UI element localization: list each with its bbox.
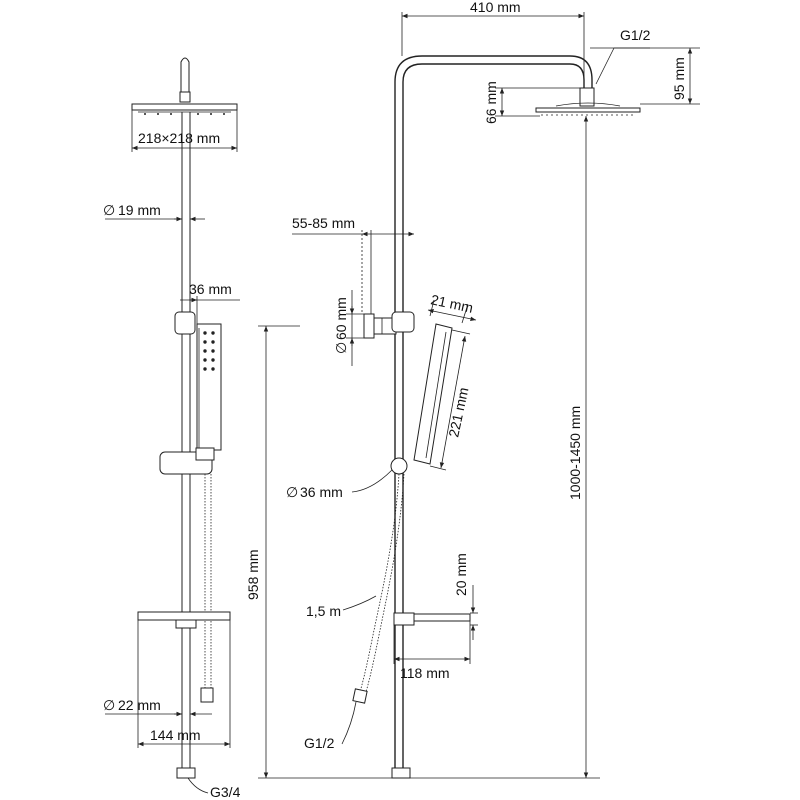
head-drop-label: 66 mm [483, 81, 499, 124]
thread-top-label: G1/2 [620, 27, 651, 43]
hand-shower-length-label: 221 mm [445, 386, 471, 439]
side-view-dimensions: 410 mm G1/2 95 mm 66 mm 55-85 mm ∅ 60 mm… [286, 0, 700, 779]
thread-hose-label: G1/2 [304, 735, 335, 751]
side-view [352, 55, 641, 779]
front-view [131, 57, 238, 779]
bottom-pipe-diameter-label: 22 mm [118, 697, 161, 713]
overall-width-label: 410 mm [470, 0, 521, 15]
slider-diameter-symbol: ∅ [286, 484, 298, 500]
pipe-diameter-symbol: ∅ [103, 202, 115, 218]
bottom-pipe-diameter-symbol: ∅ [103, 697, 115, 713]
shelf-width-label: 144 mm [150, 727, 201, 743]
shelf-height-label: 20 mm [453, 553, 469, 596]
hose-length-label: 1,5 m [306, 603, 341, 619]
shelf-depth-label: 118 mm [400, 665, 450, 681]
lower-height-label: 958 mm [245, 549, 261, 600]
front-view-dimensions: 218×218 mm ∅ 19 mm 36 mm ∅ 22 mm 144 mm … [103, 110, 395, 800]
bracket-diameter-symbol: ∅ [333, 342, 349, 354]
bracket-diameter-label: 60 mm [333, 297, 349, 340]
hand-shower-width-label: 36 mm [189, 281, 232, 297]
head-arm-height-label: 95 mm [671, 57, 687, 100]
slider-diameter-label: 36 mm [300, 484, 343, 500]
hand-shower-depth-label: 21 mm [429, 291, 474, 316]
mount-distance-label: 55-85 mm [292, 215, 355, 231]
pipe-diameter-label: 19 mm [118, 202, 161, 218]
head-size-label: 218×218 mm [138, 130, 220, 146]
thread-bottom-label: G3/4 [210, 784, 241, 800]
column-height-label: 1000-1450 mm [567, 406, 583, 500]
